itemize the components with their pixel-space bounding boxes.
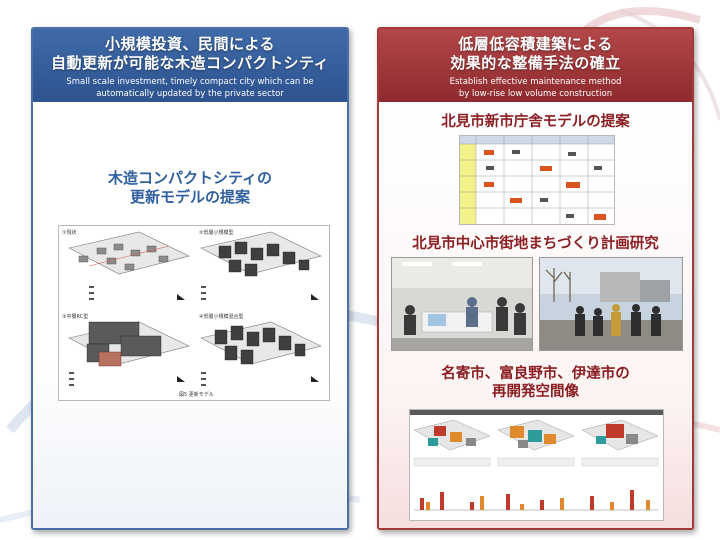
right-header-title-line1: 低層低容積建築による [458,35,613,53]
redevelopment-diagrams [410,410,663,511]
quadrant-low-rise-label: ②低層小規模型 [199,229,233,236]
update-model-figure: ①現状 ②低層小規模型 [58,225,330,401]
quadrant-current: ①現状 [62,229,190,300]
redevelopment-figure [409,409,664,521]
quadrant-mid-rise: ③中層RC型 [62,313,190,386]
right-header-subtitle-line1: Establish effective maintenance method [449,77,622,87]
site-visit-photo [539,257,683,351]
right-section3-title: 名寄市、富良野市、伊達市の 再開発空間像 [379,365,692,401]
left-section-title: 木造コンパクトシティの 更新モデルの提案 [33,169,347,207]
redevelopment-scene-1 [413,419,491,451]
right-section3-title-line1: 名寄市、富良野市、伊達市の [441,366,630,382]
right-header-subtitle-line2: by low-rise low volume construction [458,89,613,99]
site-visit-photo-image [540,258,682,350]
right-section3-title-line2: 再開発空間像 [492,384,579,400]
left-header-subtitle-line1: Small scale investment, timely compact c… [66,77,314,87]
quadrant-mixed: ④低層小規模混合型 [199,313,322,386]
right-section2-title: 北見市中心市街地まちづくり計画研究 [412,236,659,252]
left-panel: 小規模投資、民間による 自動更新が可能な木造コンパクトシティ Small sca… [31,27,349,530]
quadrant-mid-rise-label: ③中層RC型 [62,313,88,320]
update-model-diagram: ①現状 ②低層小規模型 [62,229,322,398]
city-hall-model-table [459,135,615,225]
left-header-title-line1: 小規模投資、民間による [104,35,276,53]
workshop-photo [391,257,533,351]
city-hall-model-grid [460,136,614,224]
right-panel-header: 低層低容積建築による 効果的な整備手法の確立 Establish effecti… [379,29,692,102]
left-section-title-line1: 木造コンパクトシティの [107,169,273,187]
left-section-title-line2: 更新モデルの提案 [129,188,250,206]
redevelopment-scene-3 [581,419,659,451]
left-header-title-line2: 自動更新が可能な木造コンパクトシティ [50,54,330,72]
workshop-photo-image [392,258,532,350]
left-header-subtitle-line2: automatically updated by the private sec… [96,89,284,99]
quadrant-current-label: ①現状 [62,229,76,236]
quadrant-low-rise: ②低層小規模型 [199,229,322,300]
quadrant-mixed-label: ④低層小規模混合型 [199,313,243,320]
update-model-caption: 図5 更新モデル [179,391,214,398]
right-section1-title: 北見市新市庁舎モデルの提案 [441,114,630,130]
redevelopment-scene-2 [497,419,575,451]
redevelopment-bar-strip [414,490,658,511]
left-panel-header: 小規模投資、民間による 自動更新が可能な木造コンパクトシティ Small sca… [33,29,347,102]
right-header-title-line2: 効果的な整備手法の確立 [450,54,621,72]
right-panel: 低層低容積建築による 効果的な整備手法の確立 Establish effecti… [377,27,694,530]
